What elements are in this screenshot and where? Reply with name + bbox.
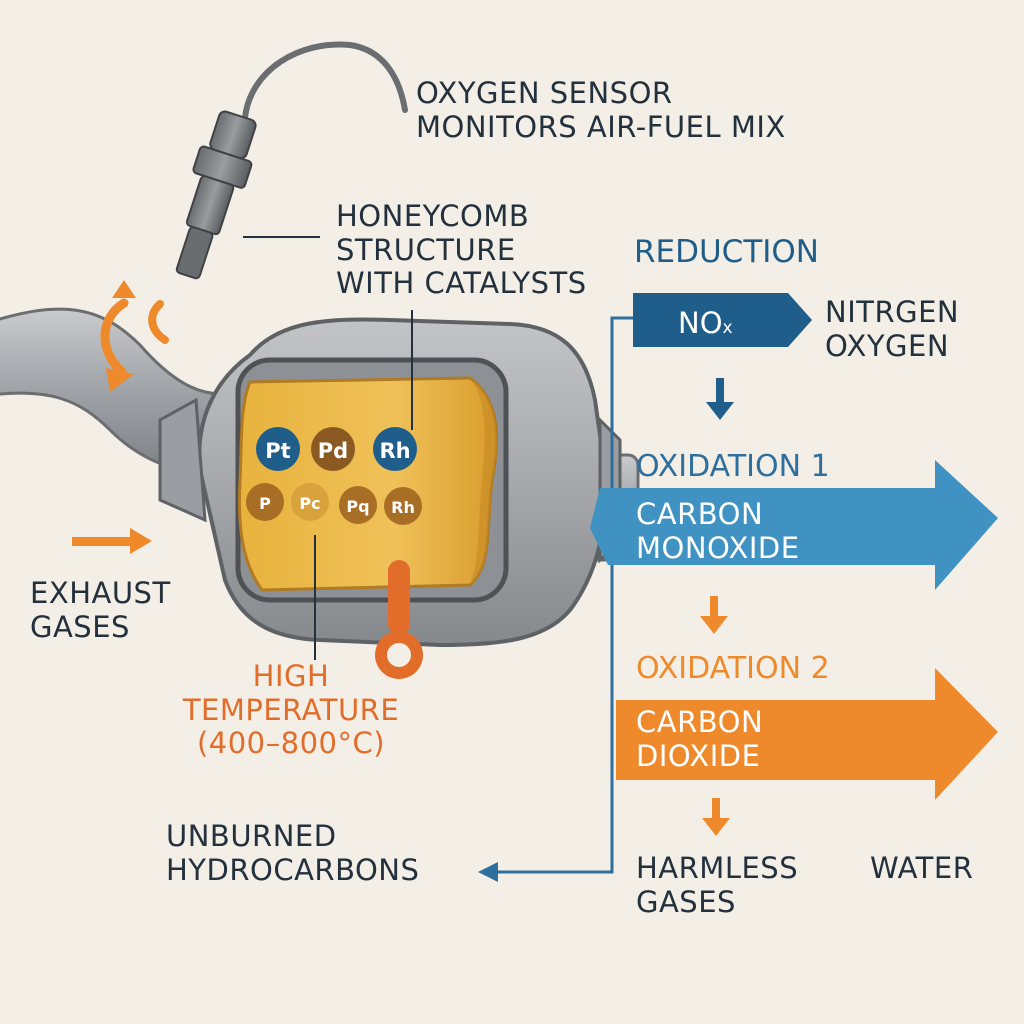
carbon-dioxide-line1: CARBON: [636, 705, 764, 739]
carbon-dioxide-label: CARBON DIOXIDE: [636, 705, 764, 773]
carbon-monoxide-line2: MONOXIDE: [636, 530, 800, 565]
catalyst-rh2-label: Rh: [391, 498, 415, 517]
unburned-hydrocarbons-label: UNBURNED HYDROCARBONS: [166, 819, 420, 887]
leader-lines: [243, 236, 413, 660]
nitrogen-oxygen-label: NITRGEN OXYGEN: [825, 295, 960, 363]
honeycomb-line3: WITH CATALYSTS: [336, 266, 587, 301]
high-temp-line3: (400–800°C): [196, 726, 386, 761]
unburned-line2: HYDROCARBONS: [166, 852, 420, 887]
honeycomb-label: HONEYCOMB STRUCTURE WITH CATALYSTS: [336, 199, 587, 301]
sensor-flow-arrows: [100, 280, 169, 392]
water-label: WATER: [870, 851, 974, 885]
oxygen-sensor-line2: MONITORS AIR-FUEL MIX: [416, 109, 786, 144]
exhaust-line2: GASES: [30, 609, 130, 644]
oxidation2-title: OXIDATION 2: [636, 651, 830, 686]
carbon-monoxide-label: CARBON MONOXIDE: [636, 497, 800, 565]
nox-main-text: NO: [678, 306, 723, 340]
catalyst-pq-circle: [339, 486, 377, 524]
catalyst-pd-label: Pd: [318, 439, 348, 463]
down-arrow-blue: [706, 378, 734, 420]
nox-input-label: NOx: [678, 306, 733, 340]
unburned-line1: UNBURNED: [166, 819, 337, 853]
catalyst-pc-label: Pc: [299, 494, 320, 513]
nox-subscript-text: x: [723, 318, 733, 338]
honeycomb-core: [237, 376, 498, 592]
catalyst-pt-circle: [256, 427, 300, 471]
thermometer-icon: [375, 560, 423, 679]
nox-input-arrow: [633, 293, 812, 347]
down-arrow-orange-2: [702, 798, 730, 836]
carbon-dioxide-line2: DIOXIDE: [636, 738, 761, 773]
nitrogen-text: NITRGEN: [825, 295, 960, 329]
catalyst-rh-label: Rh: [379, 439, 410, 463]
harmless-line1: HARMLESS: [636, 851, 799, 885]
oxidation1-arrow: [590, 460, 998, 590]
oxidation2-arrow: [616, 668, 998, 800]
hydrocarbons-arrowhead: [478, 862, 498, 882]
harmless-line2: GASES: [636, 884, 736, 919]
harmless-gases-label: HARMLESS GASES: [636, 851, 799, 919]
catalyst-pd-circle: [311, 427, 355, 471]
reduction-title: REDUCTION: [634, 234, 820, 270]
exhaust-gases-label: EXHAUST GASES: [30, 576, 171, 644]
honeycomb-line2: STRUCTURE: [336, 232, 516, 267]
high-temperature-label: HIGH TEMPERATURE (400–800°C): [160, 659, 422, 761]
catalyst-p-circle: [246, 483, 284, 521]
catalyst-rh2-circle: [384, 487, 422, 525]
oxygen-text: OXYGEN: [825, 328, 950, 363]
catalyst-pc-circle: [291, 483, 329, 521]
oxygen-sensor-line1: OXYGEN SENSOR: [416, 76, 673, 110]
catalyst-pt-label: Pt: [265, 439, 290, 463]
high-temp-line1: HIGH: [252, 659, 330, 693]
catalyst-rh-circle: [373, 427, 417, 471]
down-arrow-orange-1: [700, 596, 728, 634]
oxygen-sensor-icon: [175, 41, 408, 280]
oxygen-sensor-label: OXYGEN SENSOR MONITORS AIR-FUEL MIX: [416, 76, 786, 144]
carbon-monoxide-line1: CARBON: [636, 497, 764, 531]
exhaust-line1: EXHAUST: [30, 576, 171, 610]
honeycomb-line1: HONEYCOMB: [336, 199, 530, 233]
flow-connector-line: [490, 316, 633, 874]
catalyst-p-label: P: [259, 494, 271, 513]
catalyst-pq-label: Pq: [346, 497, 369, 516]
high-temp-line2: TEMPERATURE: [182, 692, 400, 727]
oxidation1-title: OXIDATION 1: [636, 449, 830, 484]
exhaust-inlet-arrow: [72, 528, 152, 554]
